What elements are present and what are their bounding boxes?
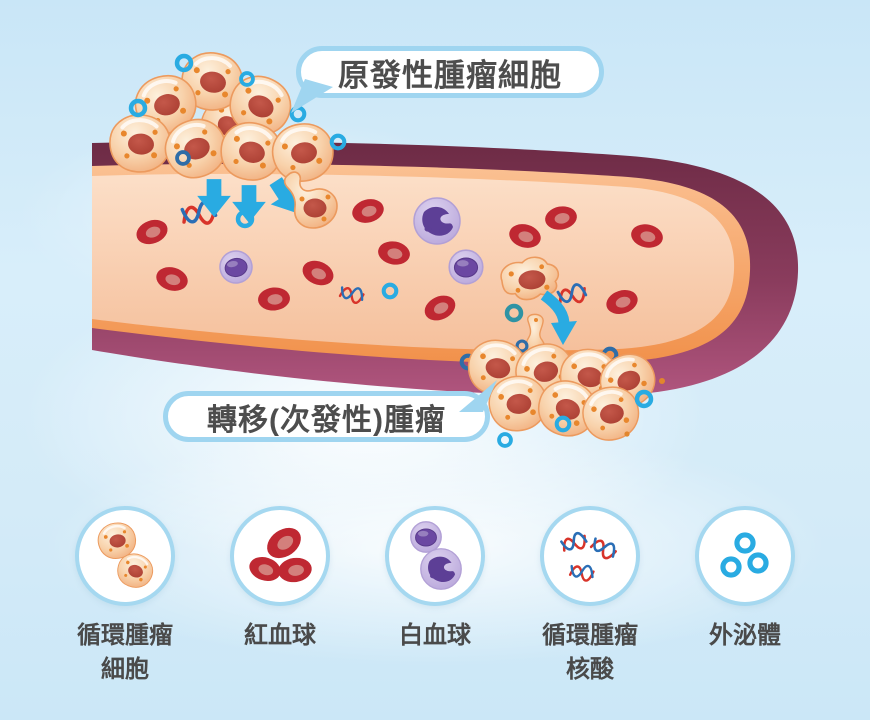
legend-item-exosomes: 外泌體 — [690, 506, 800, 686]
primary-tumor-label: 原發性腫瘤細胞 — [338, 57, 562, 93]
dna-icon — [540, 506, 640, 606]
legend-label: 外泌體 — [709, 622, 781, 649]
white-blood-cell-neutrophil — [413, 197, 461, 245]
blood-vessel-illustration — [92, 46, 799, 448]
legend-label: 紅血球 — [244, 622, 316, 649]
legend-label: 循環腫瘤 核酸 — [542, 622, 638, 683]
legend-item-circulating-tumor-cells: 循環腫瘤 細胞 — [70, 506, 180, 686]
vessel-lumen — [92, 173, 735, 351]
white-blood-cell-icon — [385, 506, 485, 606]
tumor-cells-icon — [75, 506, 175, 606]
legend-item-white-blood-cells: 白血球 — [380, 506, 490, 686]
metastatic-tumor-callout: 轉移(次發性)腫瘤 — [163, 380, 497, 442]
legend-label: 循環腫瘤 細胞 — [77, 622, 173, 683]
exosome-ring — [177, 56, 191, 70]
legend-item-circulating-tumor-nucleic-acid: 循環腫瘤 核酸 — [535, 506, 645, 686]
metastatic-tumor-label: 轉移(次發性)腫瘤 — [207, 403, 446, 437]
legend-label: 白血球 — [399, 622, 471, 649]
micro-particle — [624, 431, 630, 437]
white-blood-cell-lymphocyte — [448, 249, 484, 285]
exosome-ring — [497, 432, 513, 448]
primary-tumor-callout: 原發性腫瘤細胞 — [291, 46, 604, 113]
legend-item-red-blood-cells: 紅血球 — [225, 506, 335, 686]
callout-tail — [291, 79, 333, 113]
callout-tail — [459, 380, 497, 412]
legend: 循環腫瘤 細胞 紅血球 白血球 — [0, 506, 870, 686]
red-blood-cell-icon — [230, 506, 330, 606]
micro-particle — [659, 378, 665, 384]
blood-vessel — [92, 141, 799, 396]
extravasation-arrow — [540, 290, 577, 345]
exosome-icon — [695, 506, 795, 606]
exosome-ring — [332, 136, 345, 149]
